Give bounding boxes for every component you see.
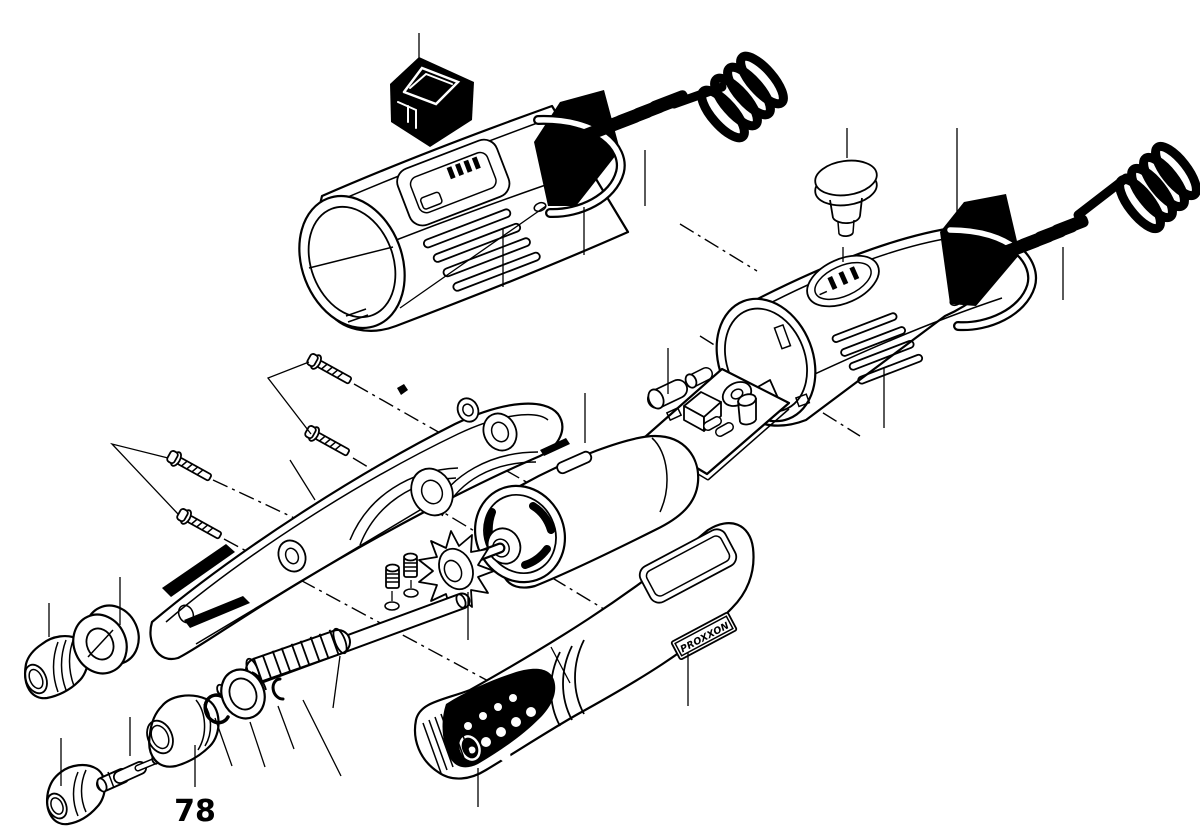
cap-recess bbox=[806, 254, 880, 308]
collet-spindle bbox=[96, 755, 159, 793]
chuck-cap-upper bbox=[24, 634, 90, 700]
fan-impeller bbox=[418, 530, 495, 612]
chuck-cap-lower bbox=[46, 763, 106, 826]
coiled-power-cord-right bbox=[1115, 141, 1200, 234]
strain-relief-right bbox=[982, 214, 1089, 266]
perforated-nose-grip bbox=[442, 668, 556, 768]
housing-screws bbox=[110, 353, 352, 540]
vent-ribs-left-tool bbox=[422, 208, 541, 292]
set-screws bbox=[384, 552, 419, 611]
speed-cap-plug bbox=[814, 159, 878, 238]
part-number-label: 78 bbox=[174, 794, 216, 829]
bearing-ring bbox=[220, 668, 267, 720]
strain-relief-left bbox=[579, 90, 689, 143]
lower-housing-shell: PROXXON bbox=[413, 522, 755, 780]
screw-4 bbox=[176, 508, 222, 540]
rocker-switch bbox=[390, 57, 474, 147]
screw-3 bbox=[166, 450, 212, 482]
dc-motor bbox=[463, 434, 700, 589]
screw-1 bbox=[306, 353, 352, 385]
screw-2 bbox=[304, 425, 350, 457]
callout-leader-lines bbox=[48, 33, 1064, 807]
upper-tool-housing bbox=[298, 51, 788, 332]
upper-housing-shell bbox=[149, 384, 570, 661]
hanger-loop-left bbox=[533, 114, 626, 219]
e-clip bbox=[271, 677, 285, 701]
retaining-clip bbox=[203, 693, 230, 725]
switch-recess bbox=[396, 138, 511, 227]
nose-thread-collar bbox=[422, 707, 472, 774]
coiled-power-cord-left bbox=[697, 51, 788, 143]
vent-ribs-right-tool bbox=[831, 312, 924, 385]
dome-nut bbox=[146, 694, 220, 768]
hanger-loop-right bbox=[945, 225, 1038, 332]
spacer-ring bbox=[72, 604, 140, 675]
